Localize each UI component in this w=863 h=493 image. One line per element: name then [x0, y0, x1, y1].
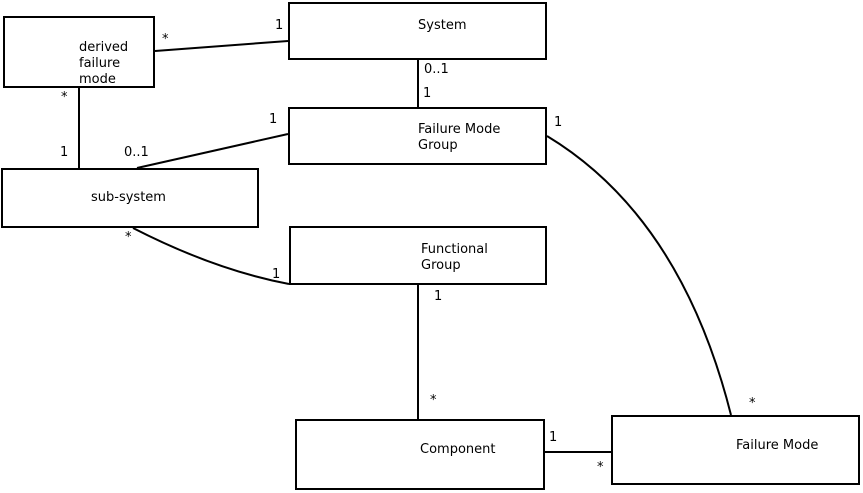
node-failure-mode-group: Failure Mode Group [288, 107, 547, 165]
node-failure-mode-label: Failure Mode [736, 438, 819, 453]
node-derived-failure-mode: derived failure mode [3, 16, 155, 88]
node-component-label: Component [420, 442, 496, 457]
node-failure-mode: Failure Mode [611, 415, 860, 485]
multiplicity-failure-mode-group-right: 1 [554, 115, 563, 130]
multiplicity-sub-system-top: 1 [60, 145, 69, 160]
multiplicity-sub-system-side: 0..1 [124, 145, 149, 160]
multiplicity-failure-mode-group-left: 1 [269, 112, 278, 127]
multiplicity-functional-group-left: 1 [272, 267, 281, 282]
node-system: System [288, 2, 547, 60]
node-functional-group-label: Functional Group [421, 242, 488, 273]
multiplicity-component-top: * [430, 393, 437, 408]
node-failure-mode-group-label: Failure Mode Group [418, 122, 501, 153]
edge-failure-mode-group--failure-mode [546, 135, 732, 416]
node-derived-failure-mode-label: derived failure mode [79, 40, 129, 87]
multiplicity-failure-mode-left: * [597, 460, 604, 475]
node-sub-system-label: sub-system [91, 190, 166, 205]
edge-derived-failure-mode--system [154, 40, 289, 52]
node-functional-group: Functional Group [289, 226, 547, 285]
multiplicity-failure-mode-group-top: 1 [423, 86, 432, 101]
node-component: Component [295, 419, 545, 490]
multiplicity-functional-group-bottom: 1 [434, 289, 443, 304]
multiplicity-derived-failure-mode-bottom: * [61, 90, 68, 105]
multiplicity-component-right: 1 [549, 430, 558, 445]
multiplicity-sub-system-bottom: * [125, 230, 132, 245]
node-sub-system: sub-system [1, 168, 259, 228]
edge-sub-system--failure-mode-group [136, 133, 289, 169]
multiplicity-failure-mode-top: * [749, 396, 756, 411]
multiplicity-derived-failure-mode-side: * [162, 32, 169, 47]
node-system-label: System [418, 18, 467, 33]
multiplicity-system-side: 1 [275, 18, 284, 33]
edge-sub-system--functional-group [132, 227, 290, 285]
multiplicity-system-bottom: 0..1 [424, 62, 449, 77]
